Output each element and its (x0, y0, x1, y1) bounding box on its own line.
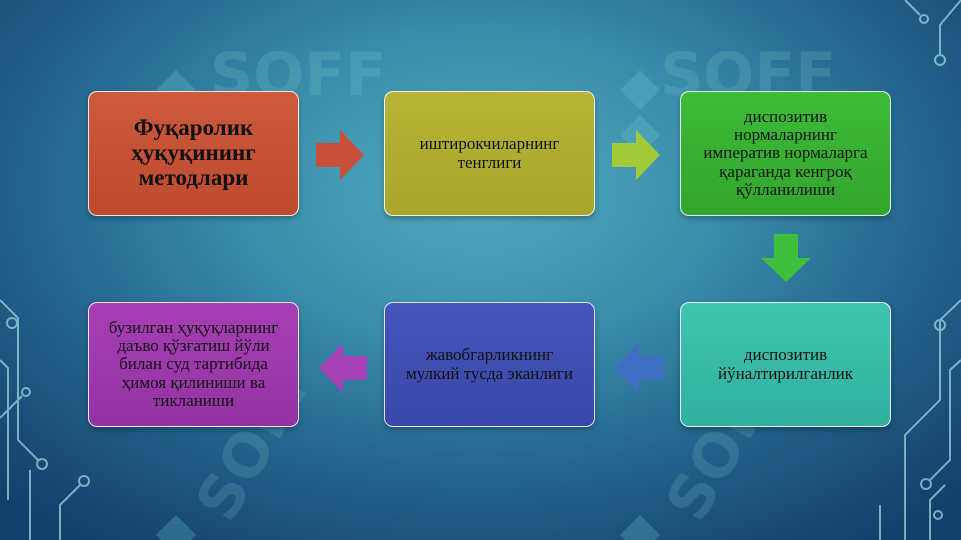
arrow-down (761, 234, 811, 282)
box-civil-law-methods: Фуқаролик ҳуқуқининг методлари (88, 91, 299, 216)
arrow-right-2-shape (612, 130, 660, 180)
box-2-line-2: тенглиги (457, 152, 522, 172)
box-6-line-2: даъво қўзғатиш йўли (117, 335, 270, 355)
box-6-line-3: билан суд тартибида (119, 354, 268, 374)
box-2-line-1: иштирокчиларнинг (419, 134, 560, 154)
box-property-liability: жавобгарликнинг мулкий тусда эканлиги (384, 302, 595, 427)
circuit-lines-right (879, 0, 961, 540)
arrow-right-2 (612, 130, 660, 180)
box-6-line-1: бузилган ҳуқуқларнинг (108, 317, 279, 337)
arrow-left-1-shape (615, 343, 663, 393)
box-3-line-1: диспозитив (743, 106, 828, 126)
box-5-line-1: жавобгарликнинг (425, 345, 554, 365)
circuit-lines-left (0, 299, 90, 540)
arrow-left-2 (319, 343, 367, 393)
box-5-line-2: мулкий тусда эканлиги (406, 363, 573, 383)
arrow-down-shape (761, 234, 811, 282)
arrow-left-2-shape (319, 343, 367, 393)
box-1-line-3: методлари (138, 164, 249, 190)
arrow-right-1 (316, 130, 364, 180)
box-4-line-2: йўналтирилганлик (718, 363, 853, 383)
box-participant-equality: иштирокчиларнинг тенглиги (384, 91, 595, 216)
box-1-line-2: ҳуқуқининг (131, 140, 256, 166)
box-3-line-2: нормаларнинг (734, 124, 837, 144)
box-rights-protection: бузилган ҳуқуқларнинг даъво қўзғатиш йўл… (88, 302, 299, 427)
box-6-line-4: ҳимоя қилиниши ва (121, 372, 266, 392)
box-3-line-5: қўлланилиши (735, 180, 836, 200)
box-3-line-4: қараганда кенгроқ (719, 161, 852, 181)
arrow-right-1-shape (316, 130, 364, 180)
box-1-line-1: Фуқаролик (133, 115, 254, 141)
arrow-left-1 (615, 343, 663, 393)
box-3-line-3: императив нормаларга (703, 143, 868, 163)
box-4-line-1: диспозитив (743, 345, 828, 365)
box-dispositive-norms: диспозитив нормаларнинг императив нормал… (680, 91, 891, 216)
box-dispositive-orientation: диспозитив йўналтирилганлик (680, 302, 891, 427)
box-6-line-5: тикланиши (152, 391, 235, 411)
